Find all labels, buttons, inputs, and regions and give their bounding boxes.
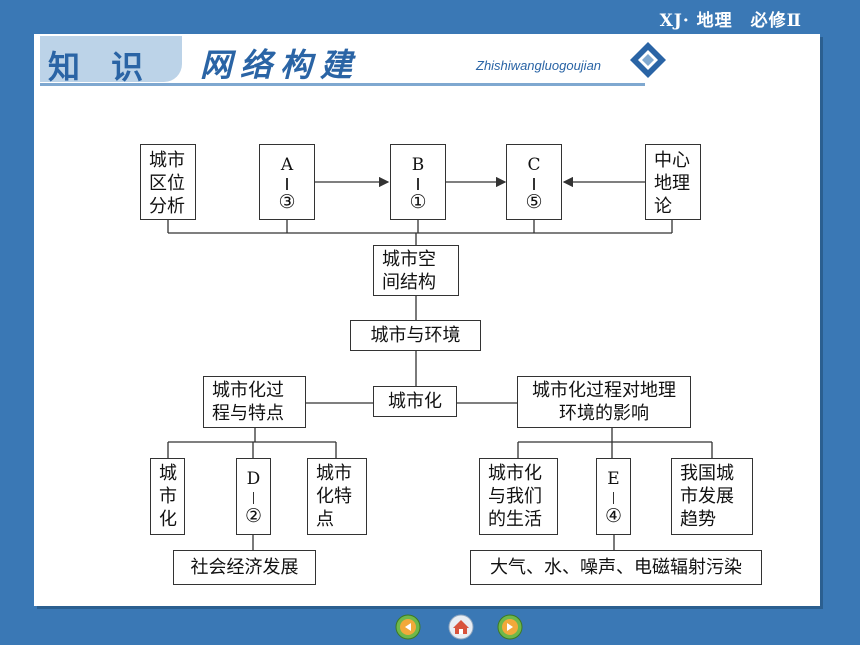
node-d-letter: D [246, 469, 261, 489]
urban-location-text: 城市区位分析 [149, 150, 185, 217]
urbanization-box: 城市化 [373, 386, 457, 417]
diamond-logo-icon [630, 42, 666, 78]
node-c-letter: C [527, 155, 541, 175]
node-a: A ③ [259, 144, 315, 220]
urbanization-life-box: 城市化与我们的生活 [479, 458, 558, 535]
node-a-letter: A [280, 155, 294, 175]
urbanization-features-box: 城市化特点 [307, 458, 367, 535]
urbanization-life-text: 城市化与我们的生活 [488, 463, 542, 530]
node-e-separator [612, 492, 615, 504]
header-bar: XJ· 地理 必修Ⅱ [0, 0, 860, 34]
node-e: E ④ [596, 458, 631, 535]
title-main: 网络构建 [200, 46, 361, 84]
title-tag-block [40, 36, 182, 82]
node-a-separator [286, 178, 288, 190]
urbanization-left-box: 城市化 [150, 458, 185, 535]
urban-location-box: 城市区位分析 [140, 144, 196, 220]
node-d-separator [252, 492, 255, 504]
node-e-number: ④ [604, 505, 623, 527]
node-a-number: ③ [278, 191, 296, 213]
socioeconomic-development-text: 社会经济发展 [190, 557, 299, 578]
city-environment-text: 城市与环境 [370, 325, 461, 346]
node-e-letter: E [607, 469, 620, 489]
title-pinyin: Zhishiwangluogoujian [476, 58, 602, 73]
node-b-number: ① [409, 191, 427, 213]
urbanization-impact-box: 城市化过程对地理环境的影响 [517, 376, 691, 428]
urbanization-features-text: 城市化特点 [316, 463, 352, 530]
node-b: B ① [390, 144, 446, 220]
urbanization-process-text: 城市化过程与特点 [212, 380, 284, 424]
urbanization-process-box: 城市化过程与特点 [203, 376, 306, 428]
title-underline [40, 83, 645, 86]
node-b-separator [417, 178, 419, 190]
urbanization-left-text: 城市化 [159, 463, 177, 530]
node-c: C ⑤ [506, 144, 562, 220]
pollution-box: 大气、水、噪声、电磁辐射污染 [470, 550, 762, 585]
title-tag: 知 识 [48, 48, 154, 86]
urbanization-impact-text: 城市化过程对地理环境的影响 [532, 380, 676, 424]
node-d: D ② [236, 458, 271, 535]
forward-icon[interactable] [497, 614, 523, 640]
title-banner: 知 识 网络构建 Zhishiwangluogoujian [40, 36, 666, 86]
node-b-letter: B [411, 155, 425, 175]
socioeconomic-development-box: 社会经济发展 [173, 550, 316, 585]
pollution-text: 大气、水、噪声、电磁辐射污染 [490, 557, 742, 578]
city-environment-box: 城市与环境 [350, 320, 481, 351]
home-icon[interactable] [448, 614, 474, 640]
china-urban-trend-text: 我国城市发展趋势 [680, 463, 734, 530]
node-c-separator [533, 178, 535, 190]
node-d-number: ② [244, 505, 263, 527]
urban-spatial-structure-text: 城市空间结构 [382, 249, 436, 293]
urbanization-text: 城市化 [388, 391, 442, 412]
header-text: XJ· 地理 必修Ⅱ [659, 11, 802, 31]
urban-spatial-structure-box: 城市空间结构 [373, 245, 459, 296]
node-c-number: ⑤ [525, 191, 543, 213]
china-urban-trend-box: 我国城市发展趋势 [671, 458, 753, 535]
central-place-theory-box: 中心地理论 [645, 144, 701, 220]
back-icon[interactable] [395, 614, 421, 640]
central-place-theory-text: 中心地理论 [654, 150, 690, 217]
